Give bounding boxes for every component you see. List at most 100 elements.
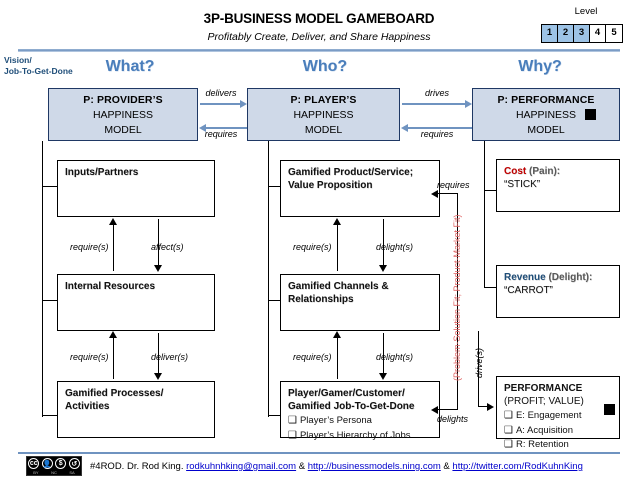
cost-paren: (Pain): — [529, 166, 561, 177]
arrow-label-drives: drives — [424, 88, 449, 98]
arrow-label-left-require-1: require(s) — [70, 242, 109, 252]
box-channels-relationships[interactable]: Gamified Channels & Relationships — [280, 274, 440, 331]
performance-metrics-status-square — [604, 404, 615, 415]
cc-icon-row: cc 👤 $ ↺ — [27, 457, 81, 470]
checkbox-retention-label: R: Retention — [515, 439, 569, 450]
player-line-3: MODEL — [304, 124, 343, 136]
level-cell-1[interactable]: 1 — [542, 25, 558, 42]
checkbox-player-persona[interactable]: ❑Player’s Persona — [288, 414, 433, 428]
revenue-word: Revenue — [504, 272, 546, 283]
box-channels-line-2: Relationships — [288, 294, 354, 305]
pillar-box-provider[interactable]: P: PROVIDER’S HAPPINESS MODEL — [48, 88, 198, 141]
spine-middle — [268, 141, 270, 417]
arrow-head-drives — [465, 99, 472, 108]
arrow-head-mid-require-2 — [333, 331, 341, 338]
checkbox-acquisition[interactable]: ❑A: Acquisition — [504, 424, 613, 438]
box-gamified-processes-line-1: Gamified Processes/ — [65, 388, 164, 399]
fit-label-vertical-black: drive(s) — [474, 347, 484, 378]
vision-line-2: Job-To-Get-Done — [4, 66, 73, 76]
arrow-head-mid-delight-1 — [379, 265, 387, 272]
arrow-line-mid-delight-1 — [383, 219, 385, 266]
spine-middle-stub-2 — [268, 300, 281, 302]
page-subtitle: Profitably Create, Deliver, and Share Ha… — [207, 31, 431, 43]
box-player-line-2: Gamified Job-To-Get-Done — [288, 401, 415, 412]
box-cost-stick[interactable]: Cost (Pain): “STICK” — [496, 159, 620, 212]
arrow-line-left-affect — [158, 219, 160, 266]
level-cell-4[interactable]: 4 — [590, 25, 606, 42]
arrow-head-drives-vertical — [487, 402, 494, 411]
arrow-label-mid-require-1: require(s) — [293, 242, 332, 252]
arrow-line-mid-delight-2 — [383, 333, 385, 375]
provider-title: P: PROVIDER’S — [83, 94, 163, 106]
level-label: Level — [574, 6, 598, 17]
arrow-head-delivers — [240, 99, 247, 108]
header-divider — [18, 49, 620, 52]
provider-line-3: MODEL — [104, 124, 142, 136]
box-internal-resources-title: Internal Resources — [65, 281, 156, 292]
credit-email-link[interactable]: rodkuhnhking@gmail.com — [186, 461, 297, 472]
box-player-job-to-get-done[interactable]: Player/Gamer/Customer/ Gamified Job-To-G… — [280, 381, 440, 441]
spine-right-top — [484, 141, 486, 191]
credit-twitter-link[interactable]: http://twitter.com/RodKuhnKing — [452, 461, 583, 472]
arrow-line-drives-vertical — [478, 331, 480, 407]
arrow-line-requires-right — [408, 127, 472, 129]
cc-sa-icon: ↺ — [68, 458, 80, 469]
arrow-head-requires-left — [199, 123, 206, 132]
performance-metrics-line-1: PERFORMANCE — [504, 383, 583, 394]
arrow-head-left-require-2 — [109, 331, 117, 338]
spine-right-mid — [484, 190, 486, 288]
arrow-line-delivers — [200, 103, 241, 105]
checkbox-engagement-label: E: Engagement — [515, 410, 582, 421]
arrow-label-requires-right: requires — [420, 129, 454, 139]
arrow-label-fit-requires: requires — [437, 180, 470, 190]
checkbox-player-hierarchy[interactable]: ❑Player’s Hierarchy of Jobs — [288, 429, 433, 443]
box-gamified-processes-line-2: Activities — [65, 401, 110, 412]
arrow-label-requires-left: requires — [204, 129, 238, 139]
box-performance-metrics[interactable]: PERFORMANCE (PROFIT; VALUE) ❑E: Engageme… — [496, 376, 620, 450]
arrow-line-left-require-2 — [113, 337, 115, 379]
performance-line-3: MODEL — [527, 124, 565, 136]
cc-logo-icon: cc — [28, 458, 40, 469]
checkbox-engagement[interactable]: ❑E: Engagement — [504, 409, 613, 423]
creative-commons-badge: cc 👤 $ ↺ BY NC SA — [26, 456, 82, 476]
column-heading-what: What? — [105, 58, 155, 75]
performance-status-square — [585, 109, 596, 120]
arrow-head-left-affect — [154, 265, 162, 272]
pillar-box-player[interactable]: P: PLAYER’S HAPPINESS MODEL — [247, 88, 400, 141]
level-cell-3[interactable]: 3 — [574, 25, 590, 42]
spine-left-stub-1 — [42, 186, 58, 188]
spine-middle-stub-1 — [268, 186, 281, 188]
spine-right-stub-1 — [484, 190, 496, 192]
cc-by-icon: 👤 — [41, 458, 53, 469]
arrow-line-left-require-1 — [113, 224, 115, 271]
column-heading-why: Why? — [518, 58, 562, 75]
fit-label-vertical-red: (Problem-Solution Fit; Product-Market Fi… — [452, 214, 462, 381]
level-meter[interactable]: 1 2 3 4 5 — [541, 24, 623, 43]
arrow-label-delivers: delivers — [205, 88, 237, 98]
credit-amp-2: & — [440, 461, 453, 472]
box-cost-heading: Cost (Pain): — [504, 165, 613, 178]
arrow-head-mid-delight-2 — [379, 373, 387, 380]
arrow-head-mid-require-1 — [333, 218, 341, 225]
box-internal-resources[interactable]: Internal Resources — [57, 274, 215, 331]
box-value-proposition[interactable]: Gamified Product/Service; Value Proposit… — [280, 160, 440, 217]
credit-amp-1: & — [296, 461, 308, 472]
arrow-label-mid-require-2: require(s) — [293, 352, 332, 362]
box-inputs-partners[interactable]: Inputs/Partners — [57, 160, 215, 217]
cc-sub-sa: SA — [69, 470, 75, 475]
level-cell-2[interactable]: 2 — [558, 25, 574, 42]
revenue-paren: (Delight): — [548, 272, 593, 283]
arrow-label-left-affect: affect(s) — [151, 242, 184, 252]
arrow-label-fit-delights: delights — [437, 414, 469, 424]
box-revenue-carrot[interactable]: Revenue (Delight): “CARROT” — [496, 265, 620, 318]
arrow-head-left-deliver — [154, 373, 162, 380]
arrow-label-mid-delight-2: delight(s) — [376, 352, 414, 362]
checkbox-retention[interactable]: ❑R: Retention — [504, 438, 613, 452]
credit-ning-link[interactable]: http://businessmodels.ning.com — [307, 461, 441, 472]
level-cell-5[interactable]: 5 — [611, 27, 617, 38]
box-gamified-processes[interactable]: Gamified Processes/ Activities — [57, 381, 215, 438]
page-title: 3P-BUSINESS MODEL GAMEBOARD — [203, 11, 435, 26]
cc-nc-icon: $ — [55, 458, 67, 469]
pillar-box-performance[interactable]: P: PERFORMANCE HAPPINESS MODEL — [472, 88, 620, 141]
arrow-label-left-require-2: require(s) — [70, 352, 109, 362]
